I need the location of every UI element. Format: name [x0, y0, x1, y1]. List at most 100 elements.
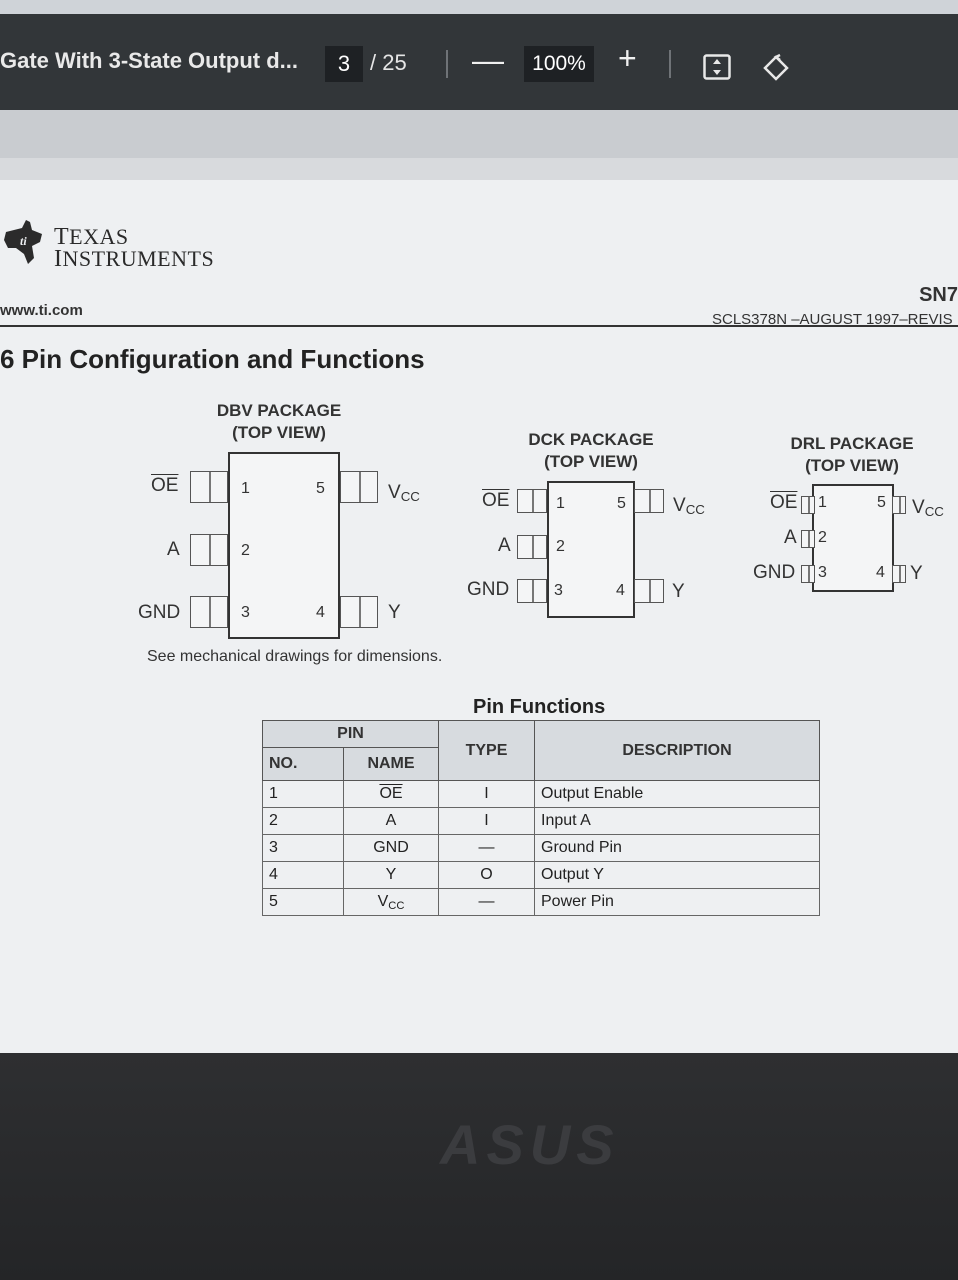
cell-description: Input A — [534, 807, 820, 835]
drl-pin-number: 3 — [818, 564, 827, 581]
dbv-label-gnd: GND — [138, 602, 181, 623]
drl-pin-2 — [801, 530, 815, 548]
cell-name: Y — [343, 861, 439, 889]
drl-label-a: A — [784, 527, 797, 548]
toolbar-divider — [669, 50, 671, 78]
header-no: NO. — [262, 747, 344, 781]
drl-label-oe: OE — [770, 492, 798, 513]
drl-pin-number: 5 — [877, 494, 886, 511]
dbv-package-body — [228, 452, 340, 639]
drl-pin-3 — [801, 565, 815, 583]
page-total: / 25 — [370, 50, 407, 75]
dck-label-gnd: GND — [467, 579, 510, 600]
dck-package-body — [547, 481, 635, 618]
cell-name: OE — [343, 780, 439, 808]
website-link[interactable]: www.ti.com — [0, 302, 83, 319]
zoom-in-button[interactable]: + — [618, 40, 637, 76]
mechanical-note: See mechanical drawings for dimensions. — [147, 648, 443, 665]
ti-logo-icon: ti — [4, 220, 42, 264]
page-number-input[interactable]: 3 — [325, 46, 363, 82]
dbv-pin-4 — [340, 596, 378, 628]
dbv-pin-5 — [340, 471, 378, 503]
screen-glare — [0, 0, 958, 14]
ti-wordmark: TEXAS INSTRUMENTS — [54, 224, 215, 272]
drl-pin-4 — [892, 565, 906, 583]
dbv-pin-number: 2 — [241, 542, 250, 559]
dck-pin-5 — [634, 489, 664, 513]
cell-description: Power Pin — [534, 888, 820, 916]
dbv-package-title: DBV PACKAGE(TOP VIEW) — [216, 401, 342, 442]
header-rule — [0, 325, 958, 327]
rotate-icon[interactable] — [760, 52, 792, 84]
cell-name: VCC — [343, 888, 439, 916]
header-type: TYPE — [438, 720, 535, 781]
cell-type: O — [438, 861, 535, 889]
laptop-brand-logo: ASUS — [440, 1113, 620, 1176]
dbv-pin-number: 5 — [316, 480, 325, 497]
dbv-pin-number: 4 — [316, 604, 325, 621]
fit-to-page-icon[interactable] — [703, 54, 731, 80]
dbv-pin-number: 1 — [241, 480, 250, 497]
dck-label-y: Y — [672, 581, 685, 602]
dbv-label-a: A — [167, 539, 180, 560]
dck-pin-4 — [634, 579, 664, 603]
dbv-pin-2 — [190, 534, 228, 566]
dck-package-title: DCK PACKAGE(TOP VIEW) — [528, 430, 654, 471]
cell-type: I — [438, 780, 535, 808]
pin-functions-title: Pin Functions — [473, 696, 606, 718]
cell-no: 1 — [262, 780, 344, 808]
dbv-pin-3 — [190, 596, 228, 628]
cell-no: 2 — [262, 807, 344, 835]
document-title: Gate With 3-State Output d... — [0, 48, 299, 73]
drl-pin-number: 1 — [818, 494, 827, 511]
drl-package-body — [812, 484, 894, 592]
cell-type: I — [438, 807, 535, 835]
toolbar-divider — [446, 50, 448, 78]
drl-label-vcc: VCC — [912, 497, 944, 519]
cell-type: — — [438, 888, 535, 916]
cell-description: Output Y — [534, 861, 820, 889]
svg-text:ti: ti — [20, 234, 27, 248]
dck-pin-number: 5 — [617, 495, 626, 512]
drl-label-gnd: GND — [753, 562, 796, 583]
table-row: 4 Y O Output Y — [262, 861, 820, 889]
table-row: 1 OE I Output Enable — [262, 780, 820, 808]
cell-description: Output Enable — [534, 780, 820, 808]
page-top-band — [0, 158, 958, 180]
zoom-out-button[interactable]: — — [472, 42, 504, 78]
dbv-pin-number: 3 — [241, 604, 250, 621]
dck-pin-1 — [517, 489, 547, 513]
drl-pin-5 — [892, 496, 906, 514]
table-row: 3 GND — Ground Pin — [262, 834, 820, 862]
dbv-label-oe: OE — [151, 475, 179, 496]
cell-no: 3 — [262, 834, 344, 862]
pdf-page: ti TEXAS INSTRUMENTS www.ti.com SN7 SCLS… — [0, 158, 958, 1053]
dbv-pin-1 — [190, 471, 228, 503]
dck-pin-number: 2 — [556, 538, 565, 555]
dck-pin-number: 1 — [556, 495, 565, 512]
dbv-label-vcc: VCC — [388, 482, 420, 504]
cell-no: 5 — [262, 888, 344, 916]
doc-reference: SCLS378N –AUGUST 1997–REVIS — [712, 311, 953, 328]
section-title: 6 Pin Configuration and Functions — [0, 344, 425, 374]
cell-name: GND — [343, 834, 439, 862]
cell-description: Ground Pin — [534, 834, 820, 862]
drl-package-title: DRL PACKAGE(TOP VIEW) — [790, 434, 914, 475]
dck-pin-2 — [517, 535, 547, 559]
header-description: DESCRIPTION — [534, 720, 820, 781]
drl-pin-1 — [801, 496, 815, 514]
table-row: 2 A I Input A — [262, 807, 820, 835]
document-background — [0, 110, 958, 160]
laptop-bezel — [0, 1053, 958, 1280]
cell-type: — — [438, 834, 535, 862]
table-row: 5 VCC — Power Pin — [262, 888, 820, 916]
pdf-toolbar: Gate With 3-State Output d... 3 / 25 — 1… — [0, 14, 958, 110]
header-pin: PIN — [262, 720, 439, 748]
dck-label-oe: OE — [482, 490, 510, 511]
cell-name: A — [343, 807, 439, 835]
doc-number: SN7 — [919, 284, 958, 306]
drl-pin-number: 4 — [876, 564, 885, 581]
dck-pin-3 — [517, 579, 547, 603]
zoom-level-input[interactable]: 100% — [524, 46, 594, 82]
header-name: NAME — [343, 747, 439, 781]
